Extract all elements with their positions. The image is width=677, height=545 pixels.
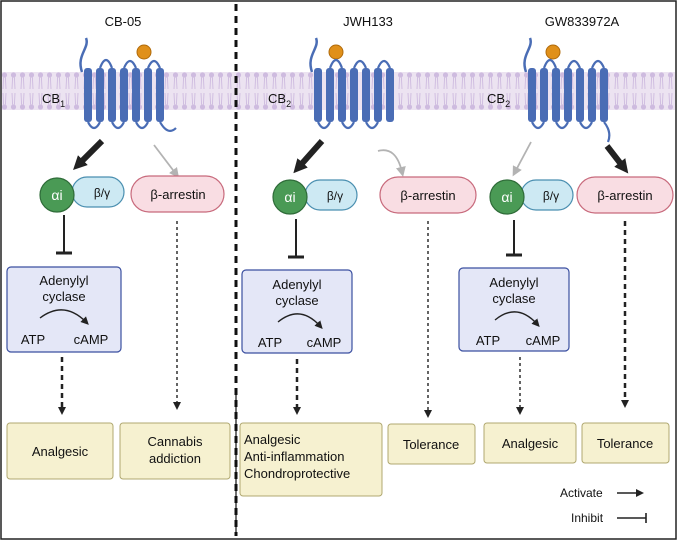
g-alpha-i [39,177,75,213]
legend-activate-label: Activate [560,486,603,500]
outcome-analgesic-label: Analgesic [502,436,559,451]
activate-arrow-weak [512,141,532,177]
enzyme-label-line2: cyclase [42,289,85,304]
outcome-cannabis-line2: addiction [149,451,201,466]
conversion-arrow [39,309,89,325]
conversion-arrow [494,311,540,327]
ligand-sphere [136,44,152,60]
outcome-tolerance [581,422,670,464]
g-alpha-i [272,179,308,215]
ligand-label-cb05: CB-05 [105,14,142,29]
ligand-label-jwh133: JWH133 [343,14,393,29]
g-alpha-label: αi [284,189,295,205]
enzyme-label-line2: cyclase [492,291,535,306]
enzyme-label-line1: Adenylyl [39,273,88,288]
beta-arrestin [379,176,477,214]
beta-arrestin [576,176,674,214]
legend: Activate Inhibit [560,486,647,525]
g-alpha-label: αi [51,187,62,203]
ligand-sphere [328,44,344,60]
outcome-analgesic [483,422,577,464]
receptor-cb2-middle [309,37,394,130]
activate-arrow-weak [377,149,406,177]
receptor-label-cb2: CB [268,91,286,106]
receptor-subscript: 1 [60,99,65,109]
outcome-analgesic-label: Analgesic [32,444,89,459]
atp-label: ATP [476,333,500,348]
receptor-subscript: 2 [505,99,510,109]
activate-arrow-strong [293,139,325,174]
outcome-multi-line1: Analgesic [244,432,301,447]
receptor-label-cb2: CB [487,91,505,106]
outcome-multi-line2: Anti-inflammation [244,449,344,464]
ligand-label-gw833972a: GW833972A [545,14,620,29]
enzyme-label-line1: Adenylyl [489,275,538,290]
outcome-analgesic [6,422,114,480]
receptor-label-cb1: CB [42,91,60,106]
outcome-tolerance-label: Tolerance [403,437,459,452]
receptor-subscript: 2 [286,99,291,109]
g-beta-gamma-label: β/γ [543,189,559,203]
camp-label: cAMP [526,333,561,348]
g-alpha-label: αi [501,189,512,205]
outcome-cannabis-addiction [119,422,231,480]
outcome-multi-line3: Chondroprotective [244,466,350,481]
conversion-arrow [277,313,323,329]
svg-text:CB1: CB1 [42,91,65,109]
camp-label: cAMP [307,335,342,350]
beta-arrestin-label: β-arrestin [150,187,205,202]
beta-arrestin-label: β-arrestin [400,188,455,203]
enzyme-label-line1: Adenylyl [272,277,321,292]
receptor-cb1 [79,37,177,132]
g-alpha-i [489,179,525,215]
adenylyl-cyclase-box [458,267,570,352]
outcome-tolerance-label: Tolerance [597,436,653,451]
beta-arrestin-label: β-arrestin [597,188,652,203]
atp-label: ATP [21,332,45,347]
outcome-cannabis-line1: Cannabis [148,434,203,449]
activate-arrow-strong [73,138,105,170]
activate-arrow-weak [153,144,180,178]
adenylyl-cyclase-box [241,269,353,354]
activate-arrow-strong [604,144,629,174]
outcome-tolerance [387,423,476,465]
g-beta-gamma-label: β/γ [94,186,110,200]
atp-label: ATP [258,335,282,350]
legend-inhibit-label: Inhibit [571,511,604,525]
ligand-sphere [545,44,561,60]
g-beta-gamma-label: β/γ [327,189,343,203]
beta-arrestin [130,175,225,213]
enzyme-label-line2: cyclase [275,293,318,308]
outcome-multi [239,422,383,497]
receptor-cb2-right [523,37,611,143]
camp-label: cAMP [74,332,109,347]
svg-text:CB2: CB2 [268,91,291,109]
svg-text:CB2: CB2 [487,91,510,109]
